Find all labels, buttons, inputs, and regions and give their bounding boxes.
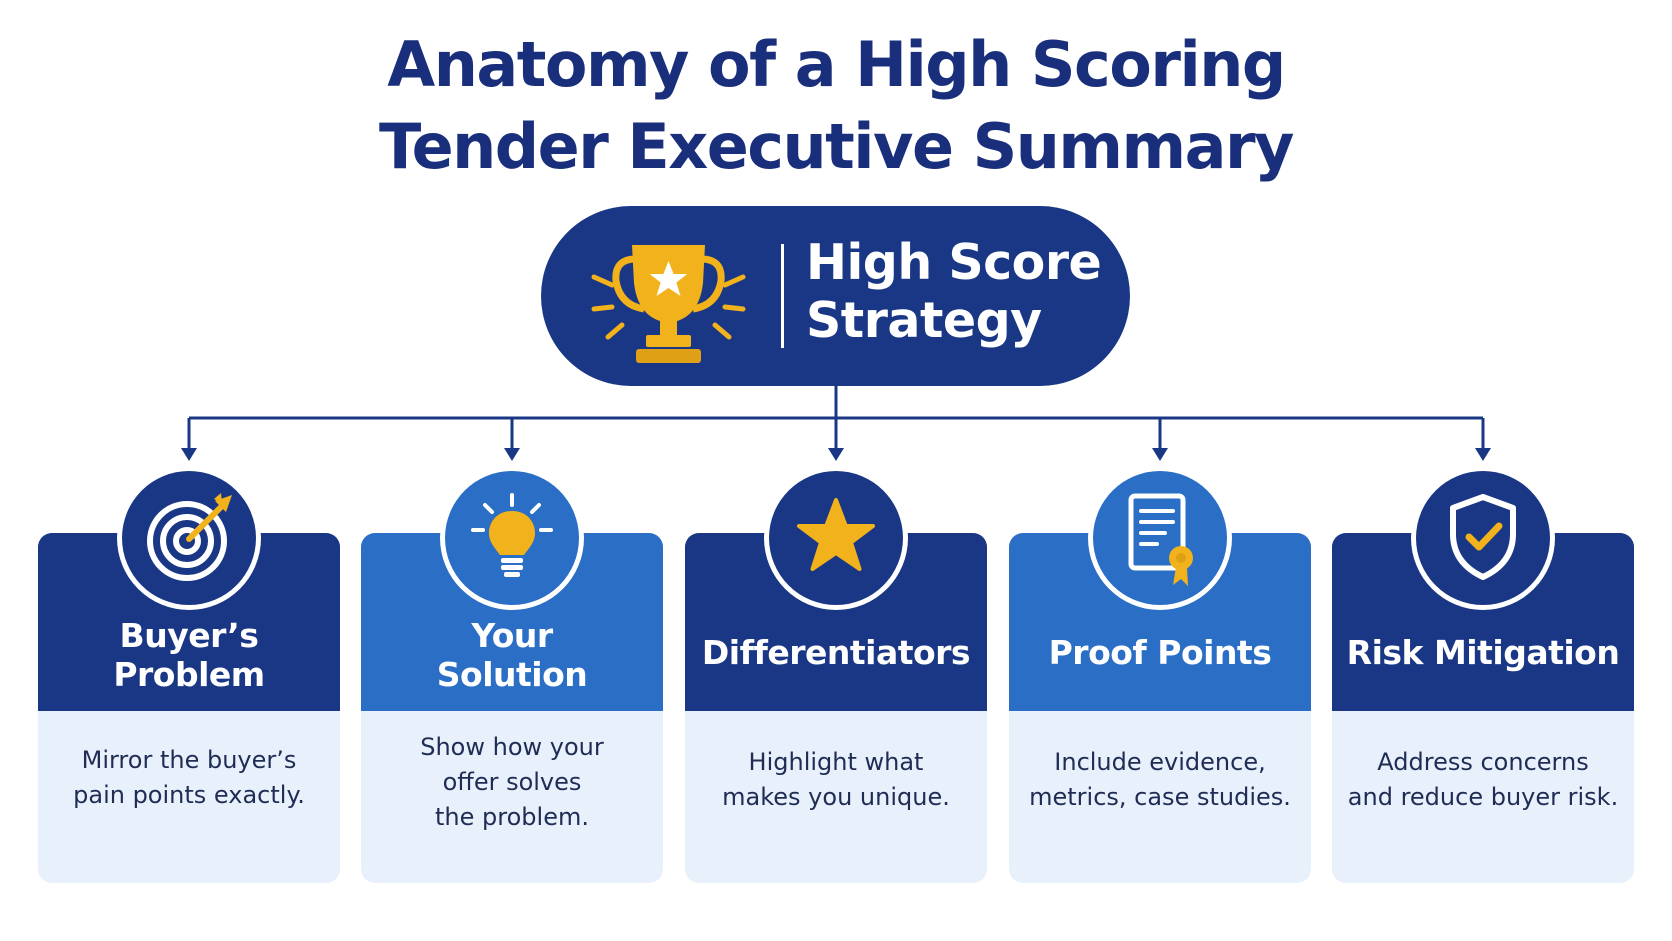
card-label: Differentiators: [685, 633, 987, 672]
arrowhead-2: [504, 448, 520, 461]
title-line-1: Anatomy of a High Scoring: [387, 28, 1286, 101]
card-label-line: Proof Points: [1048, 633, 1272, 672]
badge-your-solution: [440, 466, 584, 610]
badge-circle: [1093, 471, 1227, 605]
card-description-line: and reduce buyer risk.: [1347, 783, 1619, 811]
badge-differentiators: [764, 466, 908, 610]
badge-buyers-problem: [117, 466, 261, 610]
badge-proof-points: [1088, 466, 1232, 610]
card-description-line: Address concerns: [1377, 748, 1589, 776]
card-description: Highlight what makes you unique.: [685, 745, 987, 815]
card-your-solution: Your Solution Show how your offer solves…: [361, 533, 663, 883]
card-description-line: pain points exactly.: [73, 781, 305, 809]
card-label-line: Problem: [113, 655, 265, 694]
card-label: Proof Points: [1009, 633, 1311, 672]
card-description: Address concerns and reduce buyer risk.: [1332, 745, 1634, 815]
card-description: Show how your offer solves the problem.: [361, 730, 663, 835]
hub-label-line-2: Strategy: [806, 292, 1042, 349]
badge-risk-mitigation: [1411, 466, 1555, 610]
target-icon: [147, 493, 232, 581]
strategy-hub: High Score Strategy: [541, 206, 1130, 386]
card-label-line: Solution: [436, 655, 588, 694]
card-label-line: Differentiators: [701, 633, 971, 672]
card-proof-points: Proof Points Include evidence, metrics, …: [1009, 533, 1311, 883]
arrowhead-5: [1475, 448, 1491, 461]
lightbulb-icon: [471, 493, 553, 577]
card-description: Mirror the buyer’s pain points exactly.: [38, 743, 340, 813]
title-line-2: Tender Executive Summary: [379, 110, 1294, 183]
trophy-icon: [591, 245, 746, 363]
card-description-line: Include evidence,: [1054, 748, 1266, 776]
card-label-line: Your: [471, 616, 553, 655]
certificate-icon: [1128, 493, 1193, 586]
arrowhead-3: [828, 448, 844, 461]
card-label: Your Solution: [361, 616, 663, 694]
card-label: Risk Mitigation: [1332, 633, 1634, 672]
card-description-line: Show how your: [420, 733, 604, 761]
card-description-line: the problem.: [435, 803, 589, 831]
card-description-line: Mirror the buyer’s: [81, 746, 297, 774]
arrowhead-1: [181, 448, 197, 461]
card-label: Buyer’s Problem: [38, 616, 340, 694]
card-label-line: Buyer’s: [119, 616, 259, 655]
card-description-line: offer solves: [442, 768, 582, 796]
card-description-line: Highlight what: [748, 748, 924, 776]
shield-check-icon: [1450, 494, 1516, 580]
card-description-line: metrics, case studies.: [1029, 783, 1291, 811]
hub-divider: [781, 244, 784, 348]
arrowhead-4: [1152, 448, 1168, 461]
hub-label: High Score Strategy: [806, 234, 1116, 350]
hub-label-line-1: High Score: [806, 234, 1102, 291]
card-description: Include evidence, metrics, case studies.: [1009, 745, 1311, 815]
card-description-line: makes you unique.: [722, 783, 950, 811]
card-label-line: Risk Mitigation: [1346, 633, 1620, 672]
page-title: Anatomy of a High Scoring Tender Executi…: [0, 24, 1672, 188]
star-icon: [797, 498, 875, 571]
